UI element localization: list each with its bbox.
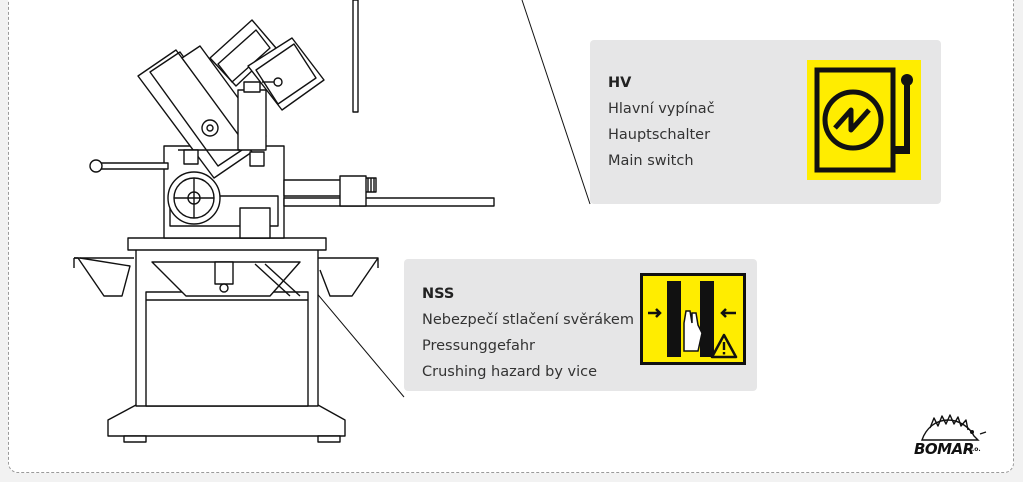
main-switch-panel: HV Hlavní vypínač Hauptschalter Main swi… [590, 40, 941, 204]
crushing-hazard-label-cs: Nebezpečí stlačení svěrákem [422, 312, 634, 328]
main-switch-icon [807, 60, 921, 180]
main-switch-text: HV Hlavní vypínač Hauptschalter Main swi… [608, 70, 715, 174]
crushing-hazard-label-de: Pressunggefahr [422, 338, 536, 354]
crushing-hazard-code: NSS [422, 286, 455, 302]
bomar-logo-name: BOMAR [914, 440, 974, 458]
crushing-hazard-text: NSS Nebezpečí stlačení svěrákem Pressung… [422, 281, 634, 385]
main-switch-code: HV [608, 75, 632, 91]
crushing-hazard-label-en: Crushing hazard by vice [422, 364, 598, 380]
main-switch-label-cs: Hlavní vypínač [608, 101, 715, 117]
crushing-hazard-icon [640, 273, 746, 365]
main-switch-label-en: Main switch [608, 153, 694, 169]
crushing-hazard-panel: NSS Nebezpečí stlačení svěrákem Pressung… [404, 259, 757, 391]
main-switch-label-de: Hauptschalter [608, 127, 711, 143]
bomar-logo: BOMAR s.r.o. [908, 410, 988, 466]
bomar-logo-suffix: s.r.o. [964, 446, 981, 453]
bomar-logo-mark [921, 414, 987, 441]
